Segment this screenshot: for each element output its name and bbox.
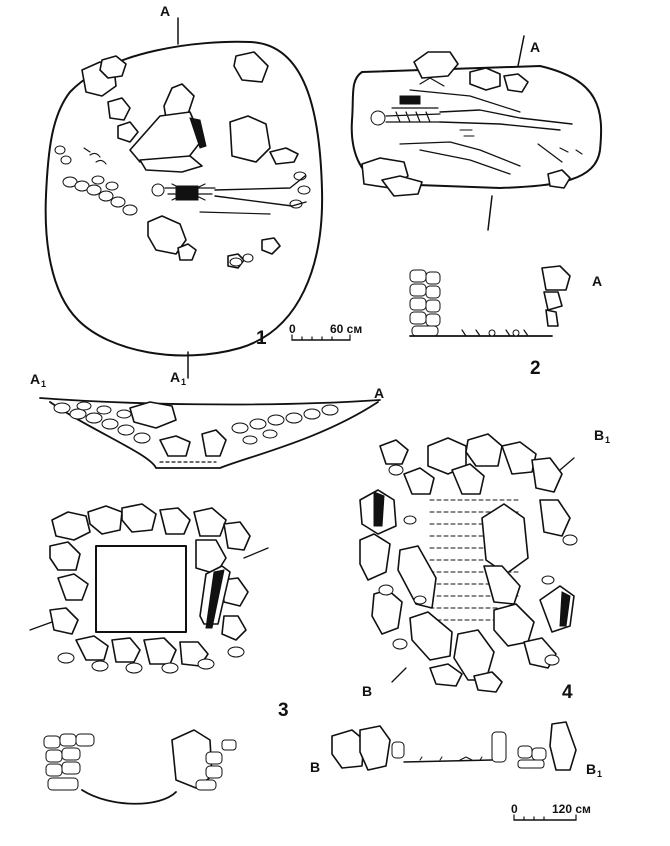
fig4-label-b1: B	[594, 427, 604, 443]
fig3-section-label-a1-sub: 1	[41, 379, 46, 389]
fig3-number: 3	[278, 700, 289, 721]
fig1-stones	[81, 51, 299, 269]
fig2-section	[409, 265, 571, 337]
scale2-zero: 0	[511, 802, 518, 816]
scale1-zero: 0	[289, 322, 296, 336]
fig3-section-label-a1: A	[30, 371, 40, 387]
fig3-plan-stones	[49, 503, 251, 674]
fig3-lower-wall-right	[171, 729, 237, 791]
fig1-pit-outline	[44, 40, 324, 357]
fig4-number: 4	[562, 682, 573, 703]
fig4-plan	[359, 433, 578, 693]
fig1-skeleton	[83, 147, 307, 215]
fig2-grave-plan	[350, 35, 603, 231]
fig1-pebbles	[54, 145, 311, 267]
scale2-value: 120 см	[552, 802, 591, 816]
fig4-section	[331, 721, 577, 771]
fig2-label-a-top: A	[530, 39, 540, 55]
fig1-number: 1	[256, 328, 267, 349]
scale-bar-120cm	[513, 814, 577, 821]
fig3-plan	[29, 503, 269, 674]
fig2-stones	[361, 51, 571, 197]
fig3-upper-stones	[53, 401, 339, 457]
scale1-value: 60 см	[330, 322, 362, 336]
fig3-upper-section	[39, 397, 381, 469]
fig3-chamber-outline	[95, 545, 187, 633]
fig2-section-wall-left	[409, 269, 441, 337]
fig1-label-a-top: A	[160, 3, 170, 19]
fig3-section-label-a: A	[374, 385, 384, 401]
scale-bar-60cm	[291, 334, 351, 341]
fig2-section-label-a: A	[592, 273, 602, 289]
fig1-pit-plan	[44, 17, 324, 379]
fig2-number: 2	[530, 358, 541, 379]
fig1-label-a1-bottom-sub: 1	[181, 377, 186, 387]
fig1-label-a1-bottom: A	[170, 369, 180, 385]
fig4-section-label-b: B	[310, 759, 320, 775]
fig4-section-label-b1: B	[586, 761, 596, 777]
fig4-label-b1-sub: 1	[605, 435, 610, 445]
fig4-label-b: B	[362, 683, 372, 699]
fig3-lower-wall-left	[43, 733, 95, 791]
fig4-section-label-b1-sub: 1	[597, 769, 602, 779]
fig2-skeletons	[370, 77, 583, 175]
fig3-lower-section	[43, 729, 237, 805]
fig4-stones	[359, 433, 578, 693]
fig2-grave-outline	[350, 65, 603, 189]
